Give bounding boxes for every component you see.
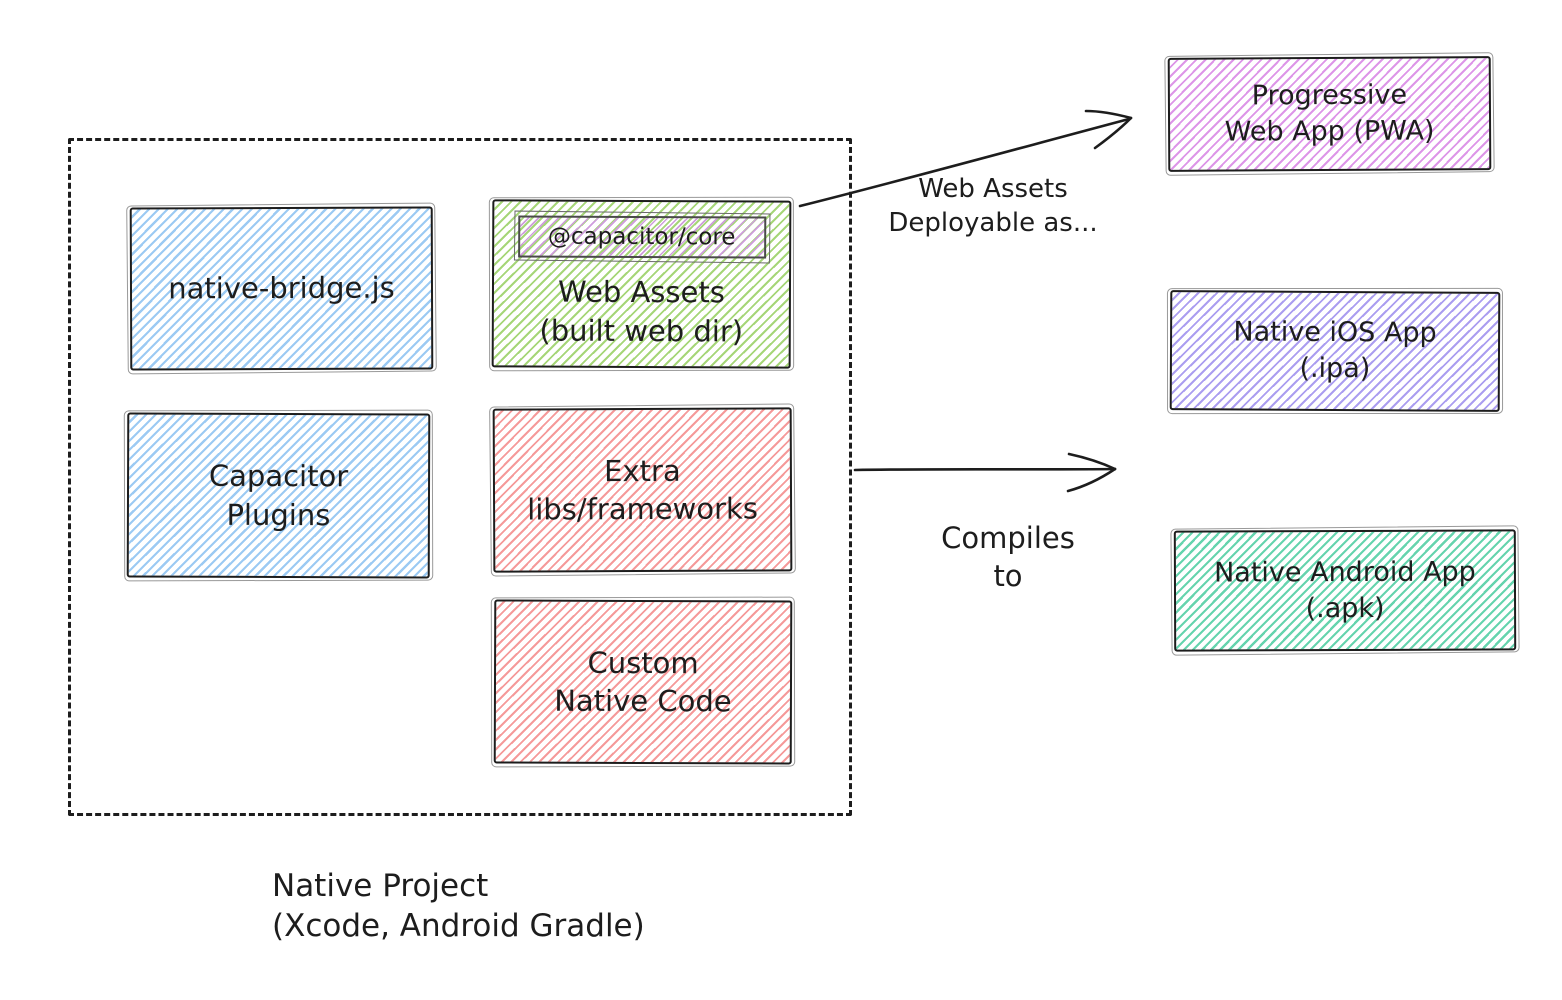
native-bridge-box: native-bridge.js xyxy=(129,206,434,371)
extra-libs-box: Extra libs/frameworks xyxy=(492,407,793,573)
capacitor-core-label: @capacitor/core xyxy=(547,223,736,251)
native-android-box: Native Android App (.apk) xyxy=(1173,529,1517,652)
custom-native-code-box: Custom Native Code xyxy=(493,599,793,765)
native-ios-box: Native iOS App (.ipa) xyxy=(1169,290,1501,412)
pwa-box: Progressive Web App (PWA) xyxy=(1167,56,1492,172)
capacitor-plugins-box: Capacitor Plugins xyxy=(126,412,431,579)
capacitor-core-badge: @capacitor/core xyxy=(517,215,766,259)
native-project-container xyxy=(68,138,852,816)
compile-arrow xyxy=(853,452,1117,493)
web-assets-label: Web Assets (built web dir) xyxy=(539,274,744,349)
native-project-caption: Native Project (Xcode, Android Gradle) xyxy=(272,868,645,945)
compile-arrow-caption: Compiles to xyxy=(941,521,1075,594)
native-bridge-label: native-bridge.js xyxy=(168,270,395,306)
deploy-arrow-caption: Web Assets Deployable as... xyxy=(888,174,1098,239)
web-assets-box: @capacitor/core Web Assets (built web di… xyxy=(491,199,792,369)
